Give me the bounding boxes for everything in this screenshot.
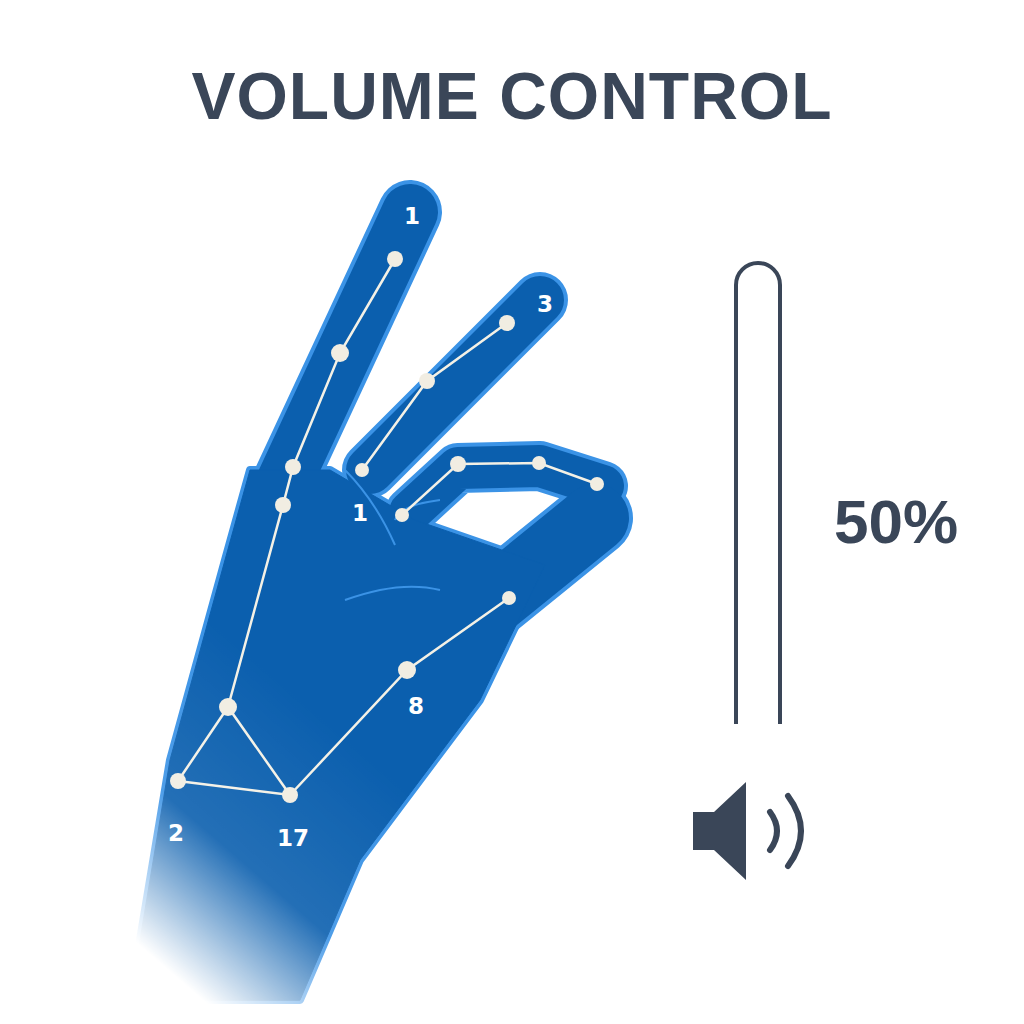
volume-slider bbox=[736, 263, 780, 724]
speaker-icon bbox=[693, 782, 801, 880]
callout-number: 1 bbox=[404, 205, 420, 228]
callout-number: 1 bbox=[352, 502, 368, 525]
callout-number: 8 bbox=[408, 695, 424, 718]
callout-number: 2 bbox=[168, 822, 184, 845]
callout-number: 17 bbox=[277, 827, 309, 850]
diagram-title: VOLUME CONTROL bbox=[192, 63, 833, 129]
callout-number: 3 bbox=[537, 293, 553, 316]
volume-percent: 50% bbox=[834, 491, 958, 553]
